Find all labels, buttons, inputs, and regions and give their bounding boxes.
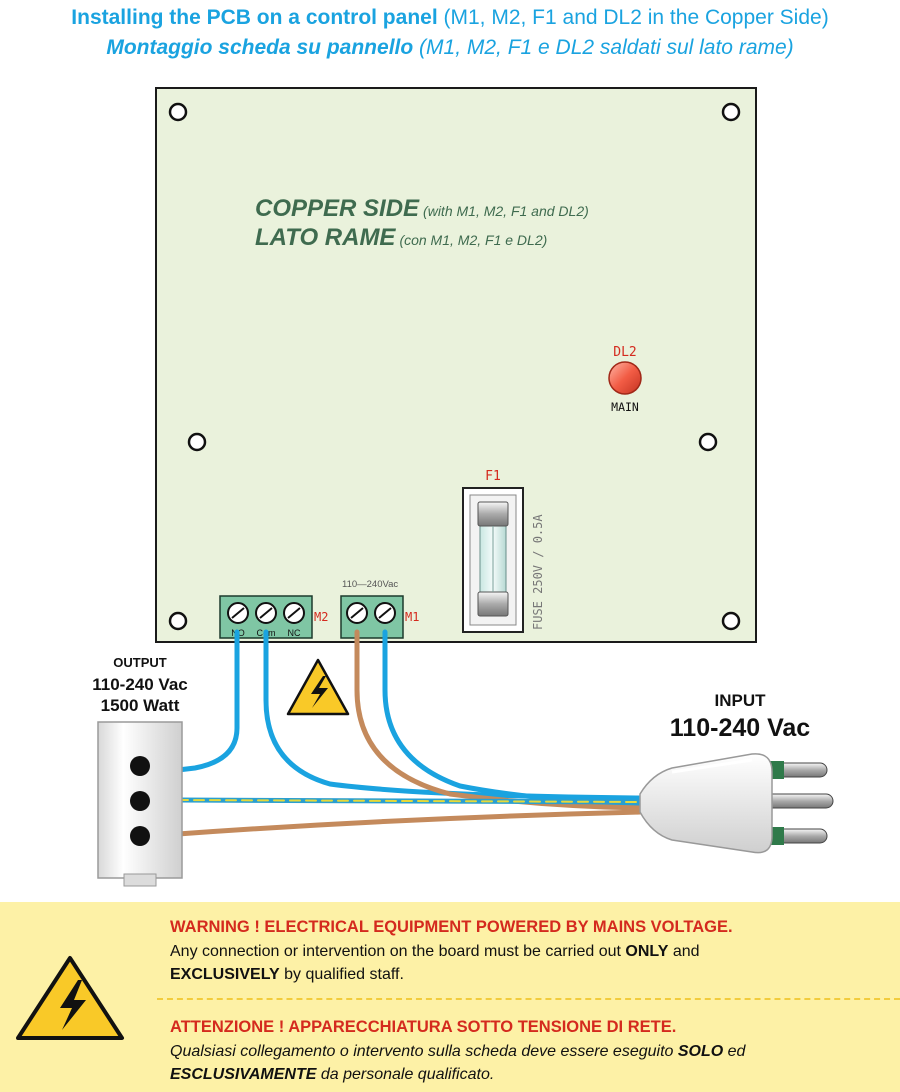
- mounting-hole: [168, 611, 188, 631]
- warning-en-exclusively: EXCLUSIVELY: [170, 966, 280, 983]
- led-dl2: [608, 361, 642, 395]
- copper-side-label: COPPER SIDE(with M1, M2, F1 and DL2): [255, 195, 589, 222]
- warning-it-ed: ed: [723, 1043, 746, 1060]
- warning-title-italian: ATTENZIONE ! APPARECCHIATURA SOTTO TENSI…: [170, 1018, 677, 1036]
- mounting-hole: [168, 102, 188, 122]
- wiring-diagram: COPPER SIDE(with M1, M2, F1 and DL2) LAT…: [92, 87, 834, 887]
- warning-it-solo: SOLO: [677, 1043, 724, 1060]
- fuse-label: F1: [485, 469, 501, 484]
- mounting-hole: [187, 432, 207, 452]
- input-plug: [639, 753, 834, 854]
- warning-panel: [0, 902, 900, 1092]
- terminal-screw: [283, 602, 305, 624]
- warning-text-italian: Qualsiasi collegamento o intervento sull…: [170, 1040, 870, 1086]
- warning-divider: [157, 998, 900, 1000]
- fuse-rating: FUSE 250V / 0.5A: [531, 514, 545, 630]
- wire-earth-stripe: [177, 799, 641, 803]
- output-label: OUTPUT: [113, 655, 167, 670]
- title-italian-bold: Montaggio scheda su pannello: [106, 36, 414, 59]
- wire-brown-phase: [354, 629, 643, 811]
- plug-pin: [764, 793, 834, 809]
- warning-it-esclusivamente: ESCLUSIVAMENTE: [170, 1066, 317, 1083]
- m1-label: M1: [405, 610, 419, 624]
- lato-rame-note: (con M1, M2, F1 e DL2): [399, 232, 547, 248]
- terminal-screw: [346, 602, 368, 624]
- wire-bundle: [175, 629, 643, 837]
- led-sublabel: MAIN: [611, 400, 639, 414]
- title-italian: Montaggio scheda su pannello (M1, M2, F1…: [0, 36, 900, 60]
- terminal-screw: [374, 602, 396, 624]
- warning-title-english: WARNING ! ELECTRICAL EQUIPMENT POWERED B…: [170, 918, 733, 936]
- title-english-rest: (M1, M2, F1 and DL2 in the Copper Side): [437, 6, 829, 29]
- copper-side-note: (with M1, M2, F1 and DL2): [423, 203, 589, 219]
- wire-blue-neutral: [382, 629, 643, 807]
- socket-hole: [130, 826, 150, 846]
- input-label: INPUT: [715, 691, 767, 710]
- warning-text-english: Any connection or intervention on the bo…: [170, 940, 870, 986]
- input-voltage: 110-240 Vac: [670, 714, 811, 742]
- mounting-hole: [698, 432, 718, 452]
- wire-brown-output: [175, 809, 643, 837]
- lato-rame-label: LATO RAME(con M1, M2, F1 e DL2): [255, 224, 547, 251]
- output-voltage: 110-240 Vac: [92, 675, 187, 694]
- wire-blue-output: [175, 629, 240, 773]
- m2-label: M2: [314, 610, 328, 624]
- terminal-screw: [255, 602, 277, 624]
- warning-it-text1: Qualsiasi collegamento o intervento sull…: [170, 1043, 678, 1060]
- m2-pin-nc: NC: [288, 628, 301, 638]
- warning-en-only: ONLY: [625, 943, 669, 960]
- title-italian-rest: (M1, M2, F1 e DL2 saldati sul lato rame): [413, 36, 794, 59]
- title-english: Installing the PCB on a control panel (M…: [0, 6, 900, 30]
- warning-en-text1: Any connection or intervention on the bo…: [170, 943, 626, 960]
- mounting-hole: [721, 102, 741, 122]
- output-socket: [97, 721, 183, 887]
- terminal-screw: [227, 602, 249, 624]
- m1-voltage: 110—240Vac: [342, 579, 398, 590]
- fuse-cap-top: [477, 501, 509, 527]
- title-english-bold: Installing the PCB on a control panel: [71, 6, 438, 29]
- warning-en-and: and: [668, 943, 700, 960]
- warning-it-text2: da personale qualificato.: [316, 1066, 495, 1083]
- pcb-board: [155, 87, 757, 643]
- mounting-hole: [721, 611, 741, 631]
- output-power: 1500 Watt: [101, 696, 180, 715]
- warning-triangle-icon: [286, 658, 350, 716]
- electric-hazard-icon: [16, 956, 124, 1040]
- socket-hole: [130, 756, 150, 776]
- led-label: DL2: [613, 345, 636, 360]
- socket-hole: [130, 791, 150, 811]
- warning-en-text2: by qualified staff.: [279, 966, 404, 983]
- fuse-cap-bottom: [477, 591, 509, 617]
